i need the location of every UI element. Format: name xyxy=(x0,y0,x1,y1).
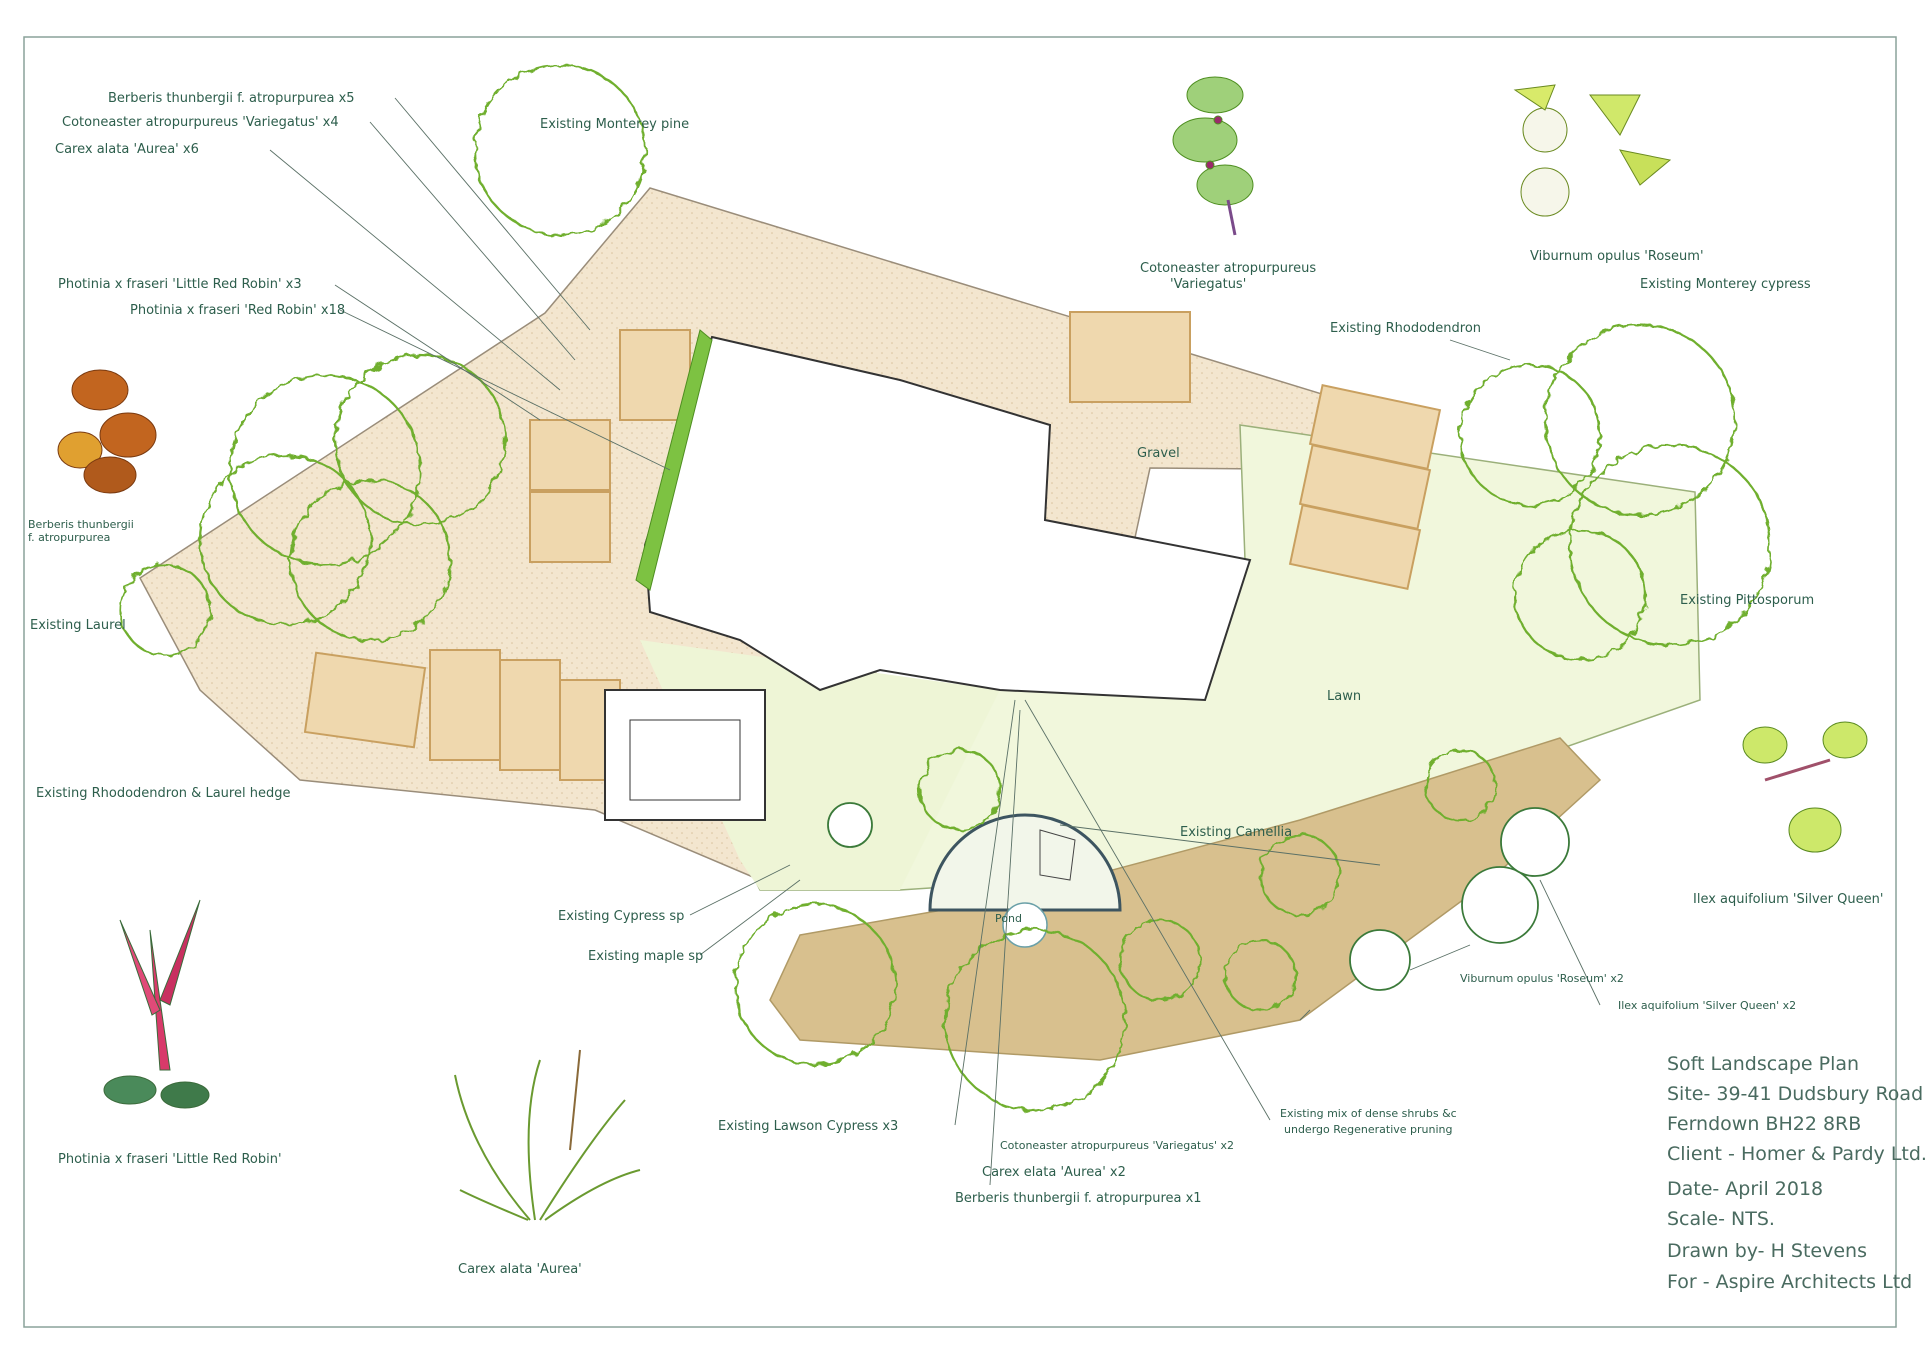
photinia-hedge xyxy=(635,329,713,591)
title-block-client: Client - Homer & Pardy Ltd. xyxy=(1667,1143,1927,1165)
leader-lines xyxy=(269,97,1601,1186)
label-monterey-pine: Existing Monterey pine xyxy=(540,117,690,132)
title-block-address: Ferndown BH22 8RB xyxy=(1667,1113,1862,1135)
label-rhododendron: Existing Rhododendron xyxy=(1330,321,1482,336)
label-photinia-rr-x18: Photinia x fraseri 'Red Robin' x18 xyxy=(130,303,346,318)
title-block-scale: Scale- NTS. xyxy=(1667,1208,1775,1230)
label-mix-shrubs-2: undergo Regenerative pruning xyxy=(1284,1123,1453,1136)
label-cotoneaster-x2: Cotoneaster atropurpureus 'Variegatus' x… xyxy=(1000,1139,1235,1152)
label-photinia-lrr-x3: Photinia x fraseri 'Little Red Robin' x3 xyxy=(58,277,302,292)
sheet-border xyxy=(23,36,1897,1328)
title-block-title: Soft Landscape Plan xyxy=(1667,1053,1860,1075)
caption-photinia: Photinia x fraseri 'Little Red Robin' xyxy=(58,1152,282,1167)
label-viburnum-x2: Viburnum opulus 'Roseum' x2 xyxy=(1460,972,1624,985)
label-hedge: Existing Rhododendron & Laurel hedge xyxy=(36,786,291,801)
caption-ilex: Ilex aquifolium 'Silver Queen' xyxy=(1693,892,1884,907)
label-carex-x6: Carex alata 'Aurea' x6 xyxy=(55,142,199,157)
label-berberis-x1: Berberis thunbergii f. atropurpurea x1 xyxy=(955,1191,1202,1206)
caption-carex: Carex alata 'Aurea' xyxy=(458,1262,582,1277)
title-block-drawn-by: Drawn by- H Stevens xyxy=(1667,1240,1867,1262)
label-camellia: Existing Camellia xyxy=(1180,825,1293,840)
title-block-for: For - Aspire Architects Ltd xyxy=(1667,1271,1913,1293)
carex-illustration xyxy=(454,1049,641,1221)
outbuilding xyxy=(604,689,766,821)
label-pond: Pond xyxy=(995,912,1022,925)
viburnum-illustration xyxy=(1513,84,1672,217)
title-block-date: Date- April 2018 xyxy=(1667,1178,1824,1200)
pond xyxy=(1002,902,1048,948)
caption-berberis: Berberis thunbergii f. atropurpurea xyxy=(28,518,134,545)
label-maple-sp: Existing maple sp xyxy=(588,949,704,964)
label-cotoneaster-x4: Cotoneaster atropurpureus 'Variegatus' x… xyxy=(62,115,339,130)
label-laurel: Existing Laurel xyxy=(30,618,126,633)
label-lawson-x3: Existing Lawson Cypress x3 xyxy=(718,1119,899,1134)
label-gravel: Gravel xyxy=(1137,446,1180,461)
label-cypress-sp: Existing Cypress sp xyxy=(558,909,685,924)
ilex-illustration xyxy=(1742,721,1868,853)
specimen-shrubs xyxy=(827,802,1570,991)
label-pittosporum: Existing Pittosporum xyxy=(1680,593,1815,608)
caption-cotoneaster-1: Cotoneaster atropurpureus xyxy=(1140,261,1317,276)
panels-right xyxy=(1288,383,1442,591)
label-lawn: Lawn xyxy=(1327,689,1362,704)
label-ilex-x2: Ilex aquifolium 'Silver Queen' x2 xyxy=(1618,999,1797,1012)
label-berberis-x5: Berberis thunbergii f. atropurpurea x5 xyxy=(108,91,355,106)
label-mix-shrubs-1: Existing mix of dense shrubs &c xyxy=(1280,1107,1457,1120)
tree-canopies xyxy=(118,63,1772,1112)
caption-viburnum: Viburnum opulus 'Roseum' xyxy=(1530,249,1704,264)
panels-left xyxy=(529,329,691,563)
label-carex-x2: Carex elata 'Aurea' x2 xyxy=(982,1165,1126,1180)
photinia-illustration xyxy=(103,899,210,1109)
label-monterey-cypress: Existing Monterey cypress xyxy=(1640,277,1811,292)
panel-1 xyxy=(1069,311,1191,403)
caption-cotoneaster-2: 'Variegatus' xyxy=(1170,277,1247,292)
cotoneaster-illustration xyxy=(1172,76,1254,236)
title-block-site: Site- 39-41 Dudsbury Road xyxy=(1667,1083,1924,1105)
berberis-illustration xyxy=(57,369,157,494)
house-outline xyxy=(643,335,1252,702)
